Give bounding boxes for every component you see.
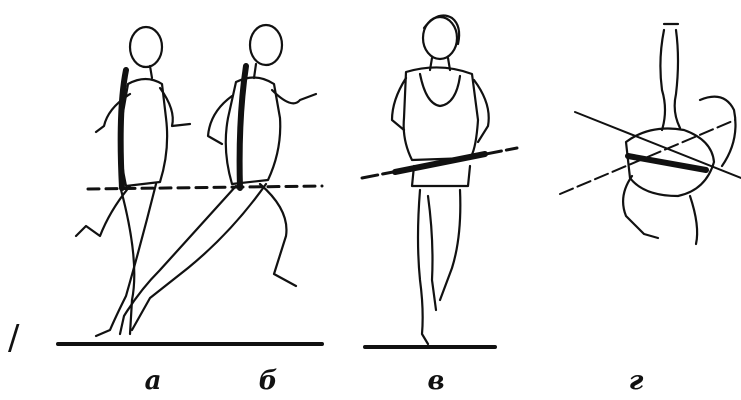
runner-g-figure: [623, 24, 735, 244]
runner-a-figure: [76, 27, 190, 336]
label-b: б: [259, 366, 278, 396]
label-g: г: [629, 366, 644, 396]
pelvis-tilt-line-v-solid: [395, 154, 485, 172]
runner-b-figure: [120, 25, 316, 334]
label-v: в: [427, 366, 444, 396]
pelvis-axis-line-g-solid: [628, 156, 706, 170]
slash-mark: /: [8, 318, 19, 358]
runner-v-figure: [392, 16, 489, 344]
shoulder-axis-line-g: [575, 112, 741, 178]
label-a: а: [145, 366, 162, 396]
